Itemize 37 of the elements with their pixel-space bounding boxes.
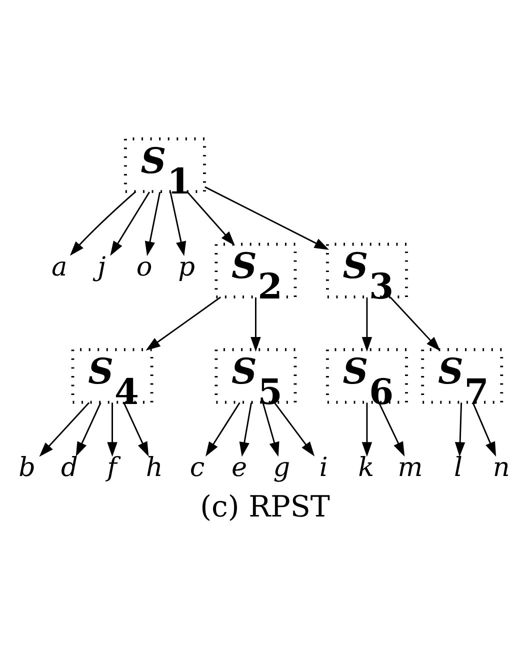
node-text: c <box>190 452 205 483</box>
arrow <box>170 191 186 256</box>
arrow <box>390 296 440 351</box>
arrow <box>250 296 261 352</box>
node-text: k <box>358 452 374 483</box>
caption: (c) RPST <box>200 489 330 524</box>
arrow <box>239 402 252 456</box>
node-text: l <box>454 452 462 483</box>
arrow <box>204 186 330 250</box>
arrow <box>107 402 118 456</box>
arrow <box>454 402 466 456</box>
node-text: p <box>178 252 195 282</box>
node-text: d <box>61 452 78 483</box>
arrow <box>262 402 280 456</box>
arrow <box>123 402 149 456</box>
arrow <box>70 190 136 256</box>
arrow <box>206 402 240 456</box>
arrow <box>186 191 236 246</box>
arrow <box>146 296 222 350</box>
arrow <box>362 402 372 456</box>
node-text: i <box>319 452 328 483</box>
arrow <box>39 402 90 456</box>
node-text: e <box>232 452 248 483</box>
arrow <box>76 402 102 456</box>
node-text: g <box>273 452 290 483</box>
node-text: m <box>398 452 423 483</box>
arrow <box>274 402 315 456</box>
node-text: o <box>136 252 152 282</box>
node-text: b <box>18 452 36 483</box>
arrow <box>472 402 496 456</box>
arrow <box>362 296 372 352</box>
arrow <box>144 191 161 256</box>
node-text: n <box>492 452 510 483</box>
arrow <box>378 402 405 456</box>
node-text: a <box>52 252 68 282</box>
arrow <box>110 191 150 256</box>
node-text: h <box>146 452 163 483</box>
